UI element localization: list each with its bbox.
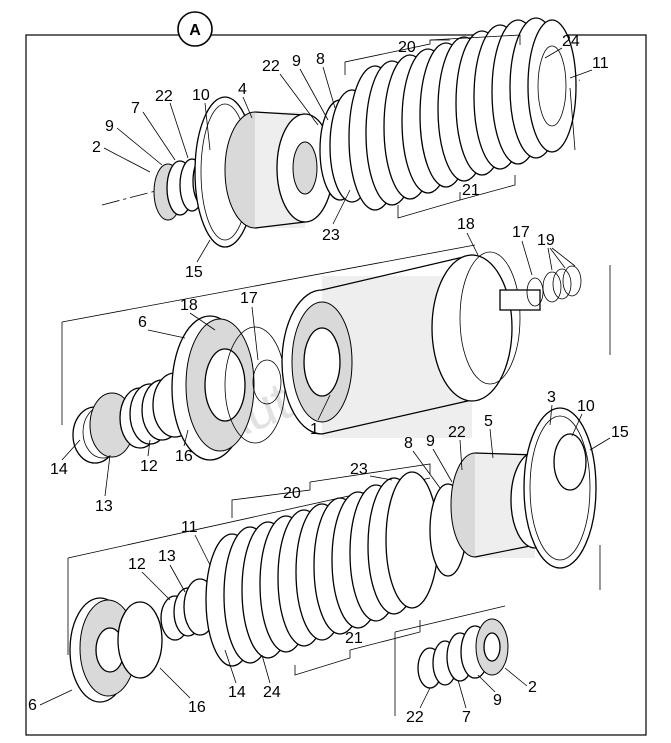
bottom-sleeve-group [394, 605, 509, 716]
bottom-piston [69, 597, 163, 703]
middle-shaft [499, 289, 541, 311]
bottom-labels: 3 10 15 8 9 22 5 23 20 11 12 13 21 14 24… [28, 389, 629, 726]
label-b9: 9 [426, 433, 435, 450]
label-m6: 6 [138, 314, 147, 331]
label-b20: 20 [283, 485, 301, 502]
label-23: 23 [322, 227, 340, 244]
label-4: 4 [238, 81, 247, 98]
label-15: 15 [185, 264, 203, 281]
middle-piston [171, 315, 255, 461]
label-b15: 15 [611, 424, 629, 441]
top-labels: 2 9 7 22 10 4 22 9 8 20 24 11 23 21 15 [92, 33, 609, 281]
label-7: 7 [131, 100, 140, 117]
bottom-bracket-21 [294, 650, 351, 676]
label-b7: 7 [462, 709, 471, 726]
label-m12: 12 [140, 458, 158, 475]
label-m1: 1 [310, 421, 319, 438]
label-b2: 2 [528, 679, 537, 696]
label-b8: 8 [404, 435, 413, 452]
label-m19: 19 [537, 232, 555, 249]
bottom-bracket-20 [231, 482, 311, 518]
middle-drum [281, 254, 513, 438]
label-b21: 21 [345, 630, 363, 647]
label-b24: 24 [263, 684, 281, 701]
label-9b: 9 [292, 53, 301, 70]
label-20: 20 [398, 39, 416, 56]
label-11: 11 [592, 55, 609, 72]
label-9: 9 [105, 118, 114, 135]
section-badge: A [177, 11, 213, 47]
label-b10: 10 [577, 398, 595, 415]
label-m14: 14 [50, 461, 68, 478]
label-m18: 18 [457, 216, 475, 233]
label-b14: 14 [228, 684, 246, 701]
label-m18b: 18 [180, 297, 198, 314]
middle-labels: 18 17 19 6 18 17 1 14 13 12 16 [50, 216, 576, 515]
label-m16: 16 [175, 448, 193, 465]
label-b23: 23 [350, 461, 368, 478]
bottom-snap-ring-part [523, 407, 597, 569]
badge-label: A [189, 22, 201, 39]
label-b22: 22 [448, 424, 466, 441]
label-m17: 17 [512, 224, 530, 241]
label-b13: 13 [158, 548, 176, 565]
top-clutch-pack [348, 17, 577, 211]
label-22b: 22 [262, 58, 280, 75]
bottom-clutch-pack [205, 471, 439, 667]
label-24: 24 [562, 33, 580, 50]
label-10: 10 [192, 87, 210, 104]
label-m13: 13 [95, 498, 113, 515]
middle-assembly [61, 244, 611, 464]
label-8: 8 [316, 51, 325, 68]
label-b3: 3 [547, 389, 556, 406]
label-b22b: 22 [406, 709, 424, 726]
top-bracket-21 [397, 192, 461, 219]
label-b16: 16 [188, 699, 206, 716]
top-assembly [101, 17, 581, 248]
label-22: 22 [155, 88, 173, 105]
label-m17b: 17 [240, 290, 258, 307]
diagram-frame [25, 34, 647, 736]
label-b6: 6 [28, 697, 37, 714]
label-b12: 12 [128, 556, 146, 573]
bottom-assembly [67, 407, 601, 716]
label-21: 21 [462, 182, 480, 199]
label-2: 2 [92, 139, 101, 156]
label-b11: 11 [181, 519, 198, 536]
label-b5: 5 [484, 413, 493, 430]
label-b9b: 9 [493, 692, 502, 709]
